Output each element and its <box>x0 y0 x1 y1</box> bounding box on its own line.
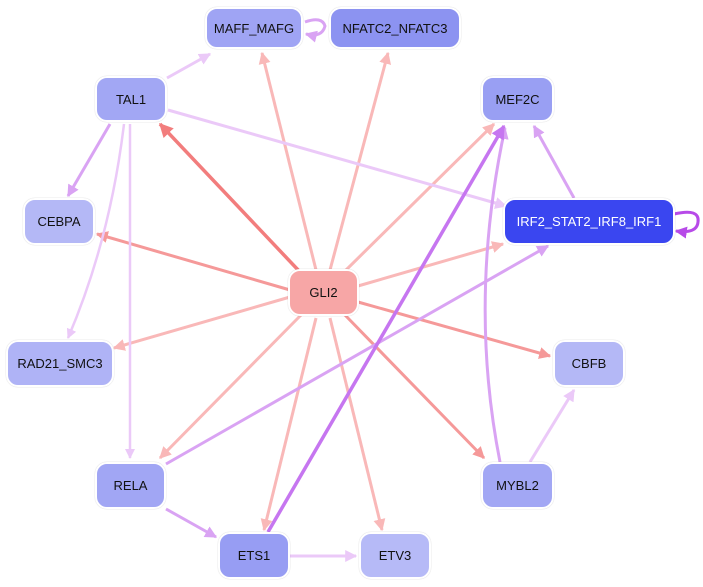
node-label: ETS1 <box>237 548 271 563</box>
node-gli2[interactable]: GLI2 <box>288 269 359 316</box>
edge-mybl2-cbfb <box>528 388 576 463</box>
node-label: ETV3 <box>378 548 412 563</box>
edge-gli2-irf <box>357 241 505 288</box>
node-nfatc2-nfatc3[interactable]: NFATC2_NFATC3 <box>329 7 461 49</box>
node-label: MYBL2 <box>496 478 539 493</box>
node-label: GLI2 <box>309 285 338 300</box>
edge-irf-mef2c <box>532 124 576 199</box>
edge-tal1-irf <box>167 108 508 209</box>
node-label: MAFF_MAFG <box>213 20 295 36</box>
edge-gli2-mef2c <box>342 122 496 274</box>
node-label: NFATC2_NFATC3 <box>342 20 448 36</box>
edge-tal1-cebpa <box>66 123 112 198</box>
node-label: RELA <box>113 478 148 493</box>
edge-gli2-tal1 <box>158 122 302 274</box>
node-label: IRF2_STAT2_IRF8_IRF1 <box>516 214 662 229</box>
node-label: TAL1 <box>115 91 147 107</box>
edge-rela-irf <box>165 244 550 466</box>
edge-mybl2-mef2c <box>483 126 509 463</box>
edge-ets1-mef2c <box>266 124 506 533</box>
node-cebpa[interactable]: CEBPA <box>23 198 95 245</box>
node-rad21-smc3[interactable]: RAD21_SMC3 <box>6 340 114 387</box>
node-maff-mafg[interactable]: MAFF_MAFG <box>205 7 303 49</box>
edge-gli2-ets1 <box>260 317 318 532</box>
node-rela[interactable]: RELA <box>95 462 166 509</box>
node-label: CBFB <box>571 356 607 371</box>
edge-gli2-rad21-smc3 <box>112 295 291 351</box>
node-label: MEF2C <box>495 91 540 107</box>
edge-tal1-rad21-smc3 <box>66 123 126 339</box>
node-etv3[interactable]: ETV3 <box>359 532 431 579</box>
node-cbfb[interactable]: CBFB <box>553 340 625 387</box>
node-tal1[interactable]: TAL1 <box>95 76 167 122</box>
edge-gli2-nfatc2-nfatc3 <box>328 51 392 271</box>
node-label: CEBPA <box>37 214 81 229</box>
edge-irf-self-loop <box>673 210 700 239</box>
node-mybl2[interactable]: MYBL2 <box>481 462 554 509</box>
edge-tal1-maff-mafg <box>166 52 212 80</box>
edge-gli2-etv3 <box>328 317 386 532</box>
edge-maff-nfatc2 <box>304 18 327 43</box>
edge-gli2-cbfb <box>357 300 552 359</box>
edge-gli2-maff-mafg <box>258 51 318 271</box>
edge-gli2-rela <box>158 312 304 460</box>
node-ets1[interactable]: ETS1 <box>218 532 290 579</box>
node-irf2-stat2-irf8-irf1[interactable]: IRF2_STAT2_IRF8_IRF1 <box>503 198 675 245</box>
node-label: RAD21_SMC3 <box>17 356 103 371</box>
edge-gli2-cebpa <box>95 231 291 292</box>
node-mef2c[interactable]: MEF2C <box>481 76 554 122</box>
edge-gli2-mybl2 <box>342 312 486 460</box>
edge-rela-ets1 <box>165 507 218 539</box>
